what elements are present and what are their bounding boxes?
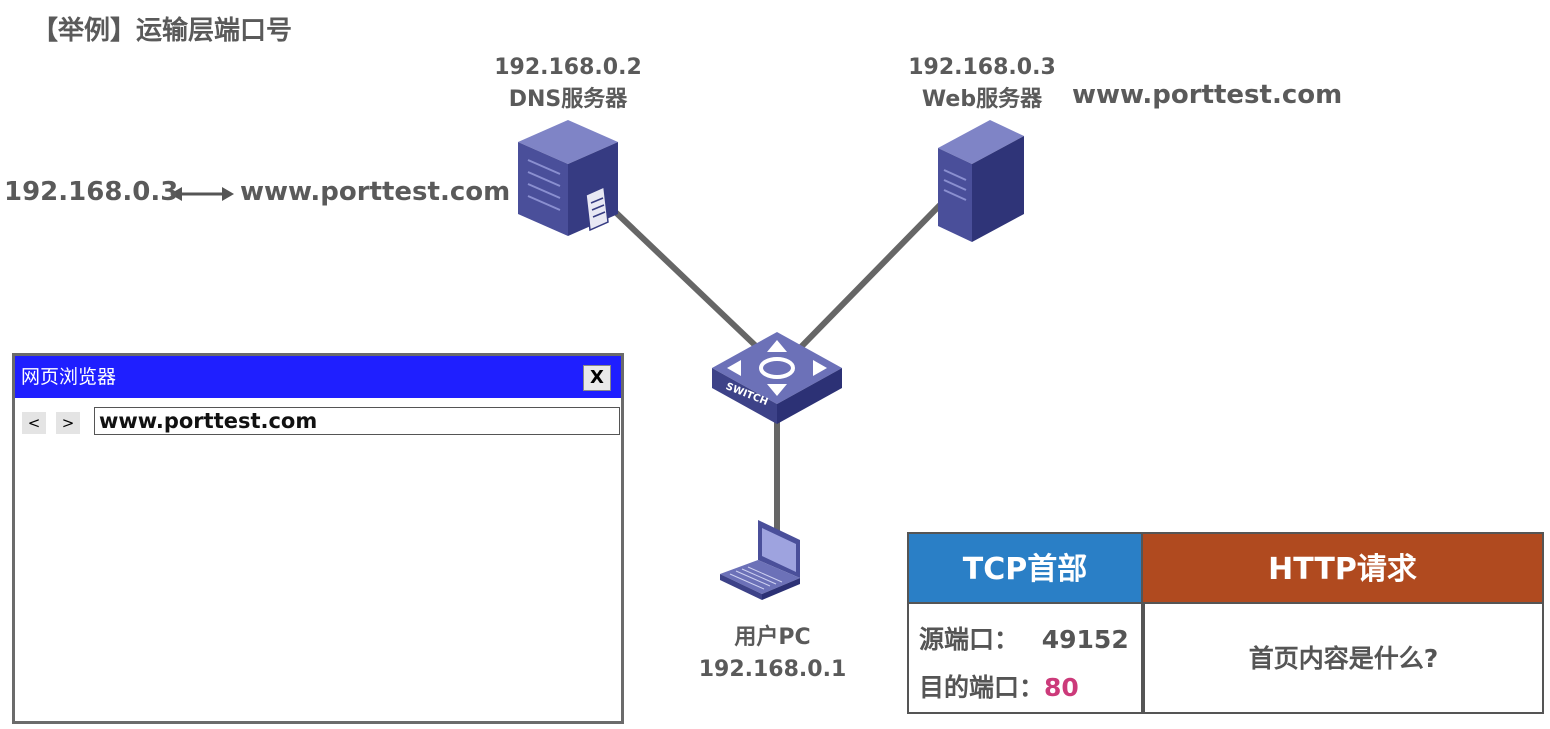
- dns-server-name: DNS服务器: [508, 87, 628, 112]
- dns-server-icon: [518, 120, 618, 236]
- src-port-row: 源端口： 49152: [919, 620, 1129, 656]
- browser-window: 网页浏览器 X < > www.porttest.com: [12, 353, 624, 724]
- forward-button[interactable]: >: [56, 412, 80, 434]
- web-server-ip: 192.168.0.3: [908, 55, 1056, 80]
- browser-title: 网页浏览器: [21, 366, 117, 388]
- tcp-fields: 源端口： 49152 目的端口：80: [907, 604, 1143, 714]
- src-port-label: 源端口：: [919, 625, 1020, 654]
- link-dns-switch: [605, 202, 761, 351]
- packet-structure: TCP首部 HTTP请求 源端口： 49152 目的端口：80 首页内容是什么?: [907, 532, 1544, 714]
- web-server-label: 192.168.0.3 Web服务器: [892, 52, 1072, 116]
- web-server-icon: [938, 120, 1024, 242]
- http-header-cell: HTTP请求: [1143, 532, 1544, 604]
- dns-server-ip: 192.168.0.2: [494, 55, 642, 80]
- web-server-domain: www.porttest.com: [1072, 80, 1343, 110]
- link-web-switch: [797, 202, 943, 351]
- dns-mapping-ip: 192.168.0.3: [4, 177, 179, 207]
- user-pc-ip: 192.168.0.1: [698, 657, 847, 682]
- dst-port-label: 目的端口：: [919, 673, 1045, 702]
- dns-mapping-domain: www.porttest.com: [240, 177, 511, 207]
- src-port-value: 49152: [1041, 625, 1129, 654]
- back-button[interactable]: <: [22, 412, 46, 434]
- user-pc-label: 用户PC 192.168.0.1: [690, 622, 855, 686]
- user-pc-name: 用户PC: [734, 625, 811, 650]
- page-title: 【举例】运输层端口号: [32, 16, 293, 46]
- dst-port-row: 目的端口：80: [919, 668, 1079, 704]
- browser-titlebar: 网页浏览器 X: [15, 356, 621, 398]
- address-bar[interactable]: www.porttest.com: [94, 407, 620, 435]
- web-server-name: Web服务器: [921, 87, 1043, 112]
- tcp-header-cell: TCP首部: [907, 532, 1143, 604]
- dns-server-label: 192.168.0.2 DNS服务器: [478, 52, 658, 116]
- close-button[interactable]: X: [583, 365, 611, 391]
- dst-port-value: 80: [1044, 673, 1079, 702]
- laptop-icon: [720, 520, 800, 600]
- switch-icon: SWITCH: [712, 332, 842, 424]
- double-arrow-icon: [170, 187, 234, 201]
- http-body-cell: 首页内容是什么?: [1143, 604, 1544, 714]
